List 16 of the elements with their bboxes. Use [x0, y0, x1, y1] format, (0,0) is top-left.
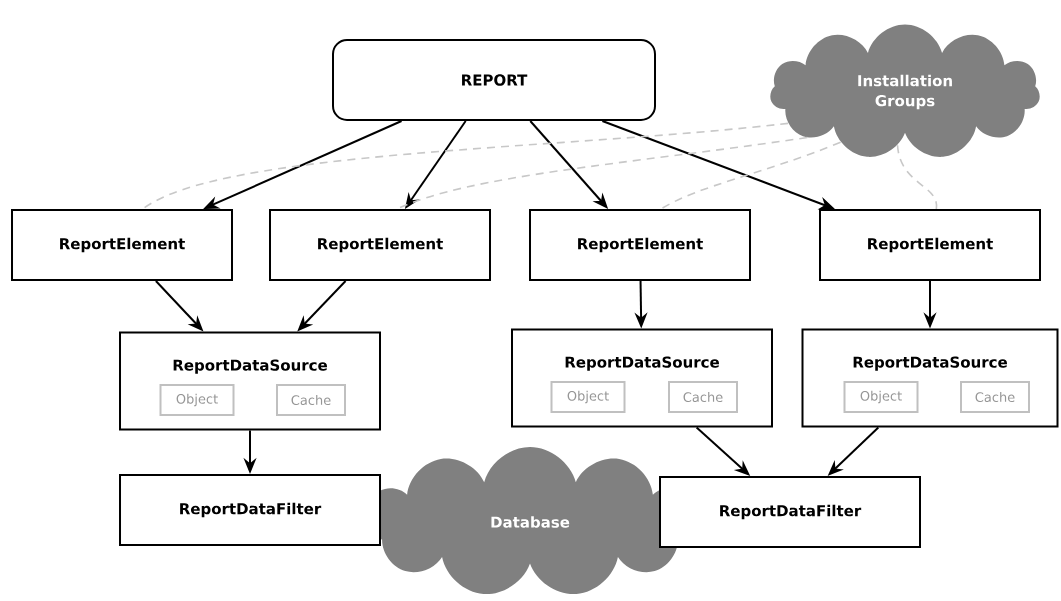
component-box: Cache [668, 381, 738, 413]
component-box: Cache [276, 384, 346, 416]
process-box: ReportElement [11, 209, 233, 281]
process-box: ReportDataFilter [659, 476, 921, 548]
dashed-line [660, 141, 842, 210]
dashed-line [896, 144, 938, 210]
component-box: Object [159, 384, 235, 416]
report-box: REPORT [332, 39, 656, 121]
component-box: Object [550, 381, 626, 413]
component-box: Object [843, 381, 919, 413]
dashed-line [142, 122, 789, 210]
component-box: Cache [960, 381, 1030, 413]
process-box: ReportElement [819, 209, 1041, 281]
process-box: ReportDataFilter [119, 474, 381, 546]
process-box: ReportElement [529, 209, 751, 281]
process-box: ReportElement [269, 209, 491, 281]
